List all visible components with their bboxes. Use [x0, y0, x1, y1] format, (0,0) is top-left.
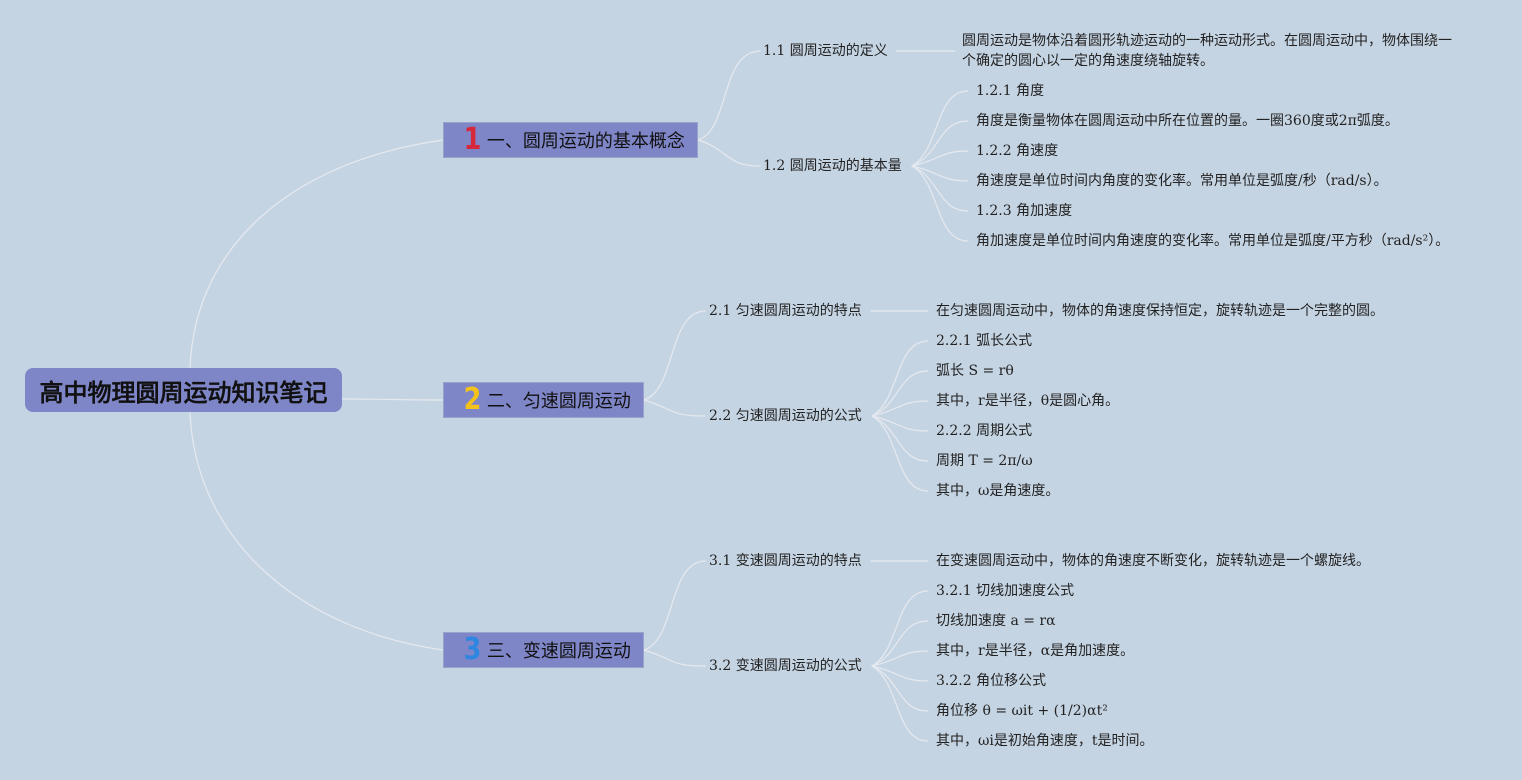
link-b1-s2-l3 [911, 150, 969, 167]
leaf-2-2-2[interactable]: 弧长 S = rθ [936, 363, 1014, 379]
number-badge-2: 2 [463, 382, 482, 417]
subtopic-1-1[interactable]: 1.1 圆周运动的定义 [763, 43, 888, 59]
link-b1-s2-l6 [911, 165, 969, 242]
leaf-1-2-6[interactable]: 角加速度是单位时间内角速度的变化率。常用单位是弧度/平方秒（rad/s²）。 [976, 233, 1450, 249]
branch-label-3: 三、变速圆周运动 [486, 641, 631, 662]
link-b3-s2-l2 [871, 620, 929, 667]
link-b1-s2-l2 [911, 120, 969, 167]
number-badge-1: 1 [463, 122, 482, 157]
subtopic-1-2[interactable]: 1.2 圆周运动的基本量 [763, 158, 902, 174]
leaf-3-1-1[interactable]: 在变速圆周运动中，物体的角速度不断变化，旋转轨迹是一个螺旋线。 [936, 553, 1370, 569]
link-b3-s1 [643, 560, 706, 651]
subtopic-2-2[interactable]: 2.2 匀速圆周运动的公式 [709, 408, 862, 424]
link-b2-s2-l3 [871, 400, 929, 417]
link-b1-s2-l5 [911, 165, 969, 212]
leaf-2-2-1[interactable]: 2.2.1 弧长公式 [936, 333, 1033, 349]
link-b1-s2 [697, 139, 761, 167]
link-b2-s2-l4 [871, 415, 929, 432]
leaf-1-2-3[interactable]: 1.2.2 角速度 [976, 143, 1059, 159]
link-b3-s2-l3 [871, 650, 929, 667]
subtopic-3-2[interactable]: 3.2 变速圆周运动的公式 [709, 658, 862, 674]
link-b1-s2-l4 [911, 165, 969, 182]
link-b2-s2-l1 [871, 340, 929, 417]
link-b3-s2-l6 [871, 665, 929, 742]
link-b2-s2-l2 [871, 370, 929, 417]
link-b2-s2 [643, 399, 706, 417]
leaf-2-2-6[interactable]: 其中，ω是角速度。 [936, 483, 1060, 499]
leaf-3-2-5[interactable]: 角位移 θ = ωit + (1/2)αt² [936, 703, 1108, 719]
link-b2-s1 [643, 310, 706, 401]
link-root-branch-2 [341, 398, 444, 401]
branch-label-1: 一、圆周运动的基本概念 [486, 131, 685, 152]
link-root-branch-3 [189, 411, 444, 651]
subtopic-2-1[interactable]: 2.1 匀速圆周运动的特点 [709, 303, 862, 319]
link-b3-s2 [643, 649, 706, 667]
leaf-3-2-6[interactable]: 其中，ωi是初始角速度，t是时间。 [936, 733, 1154, 749]
leaf-1-2-5[interactable]: 1.2.3 角加速度 [976, 203, 1073, 219]
branch-topic-3[interactable]: 3 三、变速圆周运动 [443, 632, 644, 668]
link-b3-s2-l5 [871, 665, 929, 712]
branch-label-2: 二、匀速圆周运动 [486, 391, 631, 412]
link-b3-s2-l1 [871, 590, 929, 667]
leaf-2-2-4[interactable]: 2.2.2 周期公式 [936, 423, 1033, 439]
leaf-1-2-4[interactable]: 角速度是单位时间内角度的变化率。常用单位是弧度/秒（rad/s）。 [976, 173, 1388, 189]
link-b3-s2-l4 [871, 665, 929, 682]
link-b1-s1 [697, 50, 761, 141]
leaf-1-1-1[interactable]: 圆周运动是物体沿着圆形轨迹运动的一种运动形式。在圆周运动中，物体围绕一个确定的圆… [962, 33, 1452, 69]
link-b1-s2-l1 [911, 90, 969, 167]
branch-topic-2[interactable]: 2 二、匀速圆周运动 [443, 382, 644, 418]
leaf-1-2-1[interactable]: 1.2.1 角度 [976, 83, 1045, 99]
leaf-1-2-2[interactable]: 角度是衡量物体在圆周运动中所在位置的量。一圈360度或2π弧度。 [976, 113, 1399, 129]
branch-topic-1[interactable]: 1 一、圆周运动的基本概念 [443, 122, 698, 158]
link-b2-s2-l5 [871, 415, 929, 462]
leaf-3-2-3[interactable]: 其中，r是半径，α是角加速度。 [936, 643, 1135, 659]
root-topic[interactable]: 高中物理圆周运动知识笔记 [25, 368, 342, 412]
link-root-branch-1 [189, 139, 444, 369]
leaf-3-2-2[interactable]: 切线加速度 a = rα [936, 613, 1056, 629]
leaf-2-2-3[interactable]: 其中，r是半径，θ是圆心角。 [936, 393, 1120, 409]
subtopic-3-1[interactable]: 3.1 变速圆周运动的特点 [709, 553, 862, 569]
link-b2-s2-l6 [871, 415, 929, 492]
leaf-2-2-5[interactable]: 周期 T = 2π/ω [936, 453, 1033, 469]
leaf-3-2-4[interactable]: 3.2.2 角位移公式 [936, 673, 1047, 689]
leaf-3-2-1[interactable]: 3.2.1 切线加速度公式 [936, 583, 1075, 599]
leaf-2-1-1[interactable]: 在匀速圆周运动中，物体的角速度保持恒定，旋转轨迹是一个完整的圆。 [936, 303, 1384, 319]
number-badge-3: 3 [463, 632, 482, 667]
